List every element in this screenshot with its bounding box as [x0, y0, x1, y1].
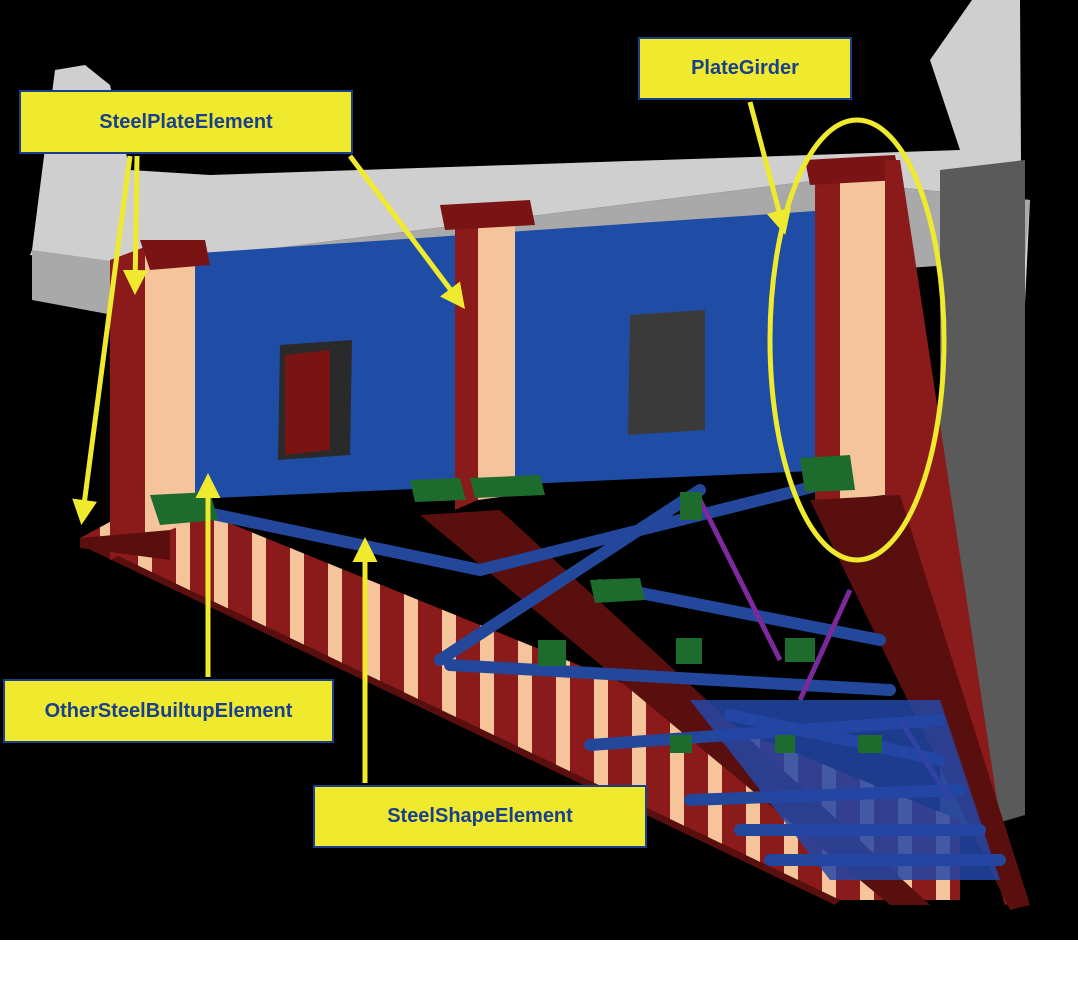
- steel-shape-element-label: SteelShapeElement: [313, 785, 647, 848]
- arrow-plategirder: [747, 101, 791, 235]
- diaphragm-plate: [170, 210, 835, 500]
- plate-girder-highlight: [767, 117, 947, 563]
- arrow-steelplate-1: [72, 155, 133, 525]
- callout-arrows: [72, 101, 791, 783]
- lower-blue-panels: [690, 700, 1000, 880]
- plate-girder-label: PlateGirder: [638, 37, 852, 100]
- arrow-steelplate-3: [348, 154, 466, 309]
- arrow-steelplate-2: [122, 155, 148, 295]
- gusset-plates: [150, 455, 882, 753]
- left-girder: [80, 240, 210, 560]
- steel-plate-element-label: SteelPlateElement: [19, 90, 353, 154]
- other-steel-builtup-element-label: OtherSteelBuiltupElement: [3, 679, 334, 743]
